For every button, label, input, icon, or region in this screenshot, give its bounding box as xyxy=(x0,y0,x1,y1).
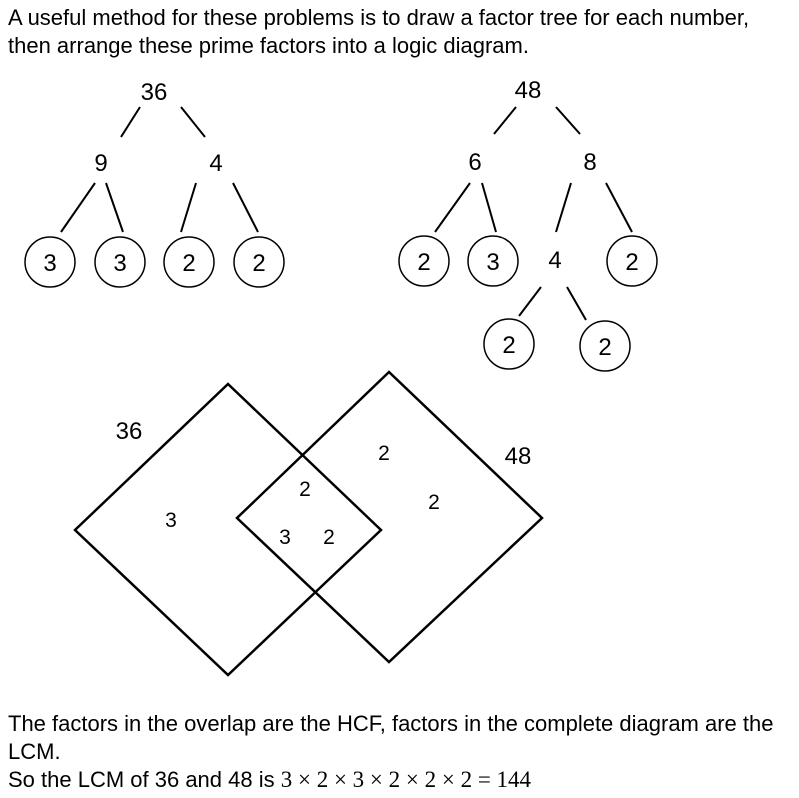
conclusion-text: The factors in the overlap are the HCF, … xyxy=(8,710,797,794)
tree-48-branch: 6 xyxy=(468,149,481,176)
intro-text: A useful method for these problems is to… xyxy=(8,5,750,58)
tree-36-leaf: 3 xyxy=(113,250,126,277)
venn-overlap-factor: 2 xyxy=(323,526,335,549)
conclusion-line-2-prefix: So the LCM of 36 and 48 is xyxy=(8,767,281,792)
tree-48-leaf: 2 xyxy=(417,249,430,276)
tree-36-branch: 9 xyxy=(94,150,107,177)
venn-region-36 xyxy=(73,382,383,677)
lcm-expression: 3 × 2 × 3 × 2 × 2 × 2 = 144 xyxy=(280,767,532,792)
venn-right-only-factor: 2 xyxy=(428,491,440,514)
tree-36-root: 36 xyxy=(141,79,168,106)
venn-right-only-factor: 2 xyxy=(378,442,390,465)
tree-48-leaf: 3 xyxy=(486,249,499,276)
tree-36-leaf: 3 xyxy=(43,250,56,277)
tree-48-branch: 8 xyxy=(583,149,596,176)
venn-overlap-factor: 2 xyxy=(299,478,311,501)
tree-36-leaf: 2 xyxy=(252,250,265,277)
venn-diagram-shapes xyxy=(73,370,544,677)
tree-48-leaf: 2 xyxy=(598,334,611,361)
venn-region-48 xyxy=(235,370,544,664)
factor-tree-48-edges xyxy=(434,106,633,321)
venn-overlap-factor: 3 xyxy=(279,526,291,549)
tree-36-branch: 4 xyxy=(209,150,222,177)
tree-48-root: 48 xyxy=(515,77,542,104)
venn-label-36: 36 xyxy=(116,418,143,445)
venn-label-48: 48 xyxy=(505,443,532,470)
tree-48-leaf: 2 xyxy=(625,249,638,276)
tree-36-leaf: 2 xyxy=(182,250,195,277)
factor-tree-36-leaf-circles xyxy=(24,236,285,288)
tree-48-leaf: 2 xyxy=(502,332,515,359)
factor-tree-48-leaf-circles xyxy=(398,235,658,372)
conclusion-line-1: The factors in the overlap are the HCF, … xyxy=(8,711,774,764)
venn-left-only-factor: 3 xyxy=(165,509,177,532)
factor-tree-36-edges xyxy=(60,106,259,233)
tree-48-branch: 4 xyxy=(548,247,561,274)
